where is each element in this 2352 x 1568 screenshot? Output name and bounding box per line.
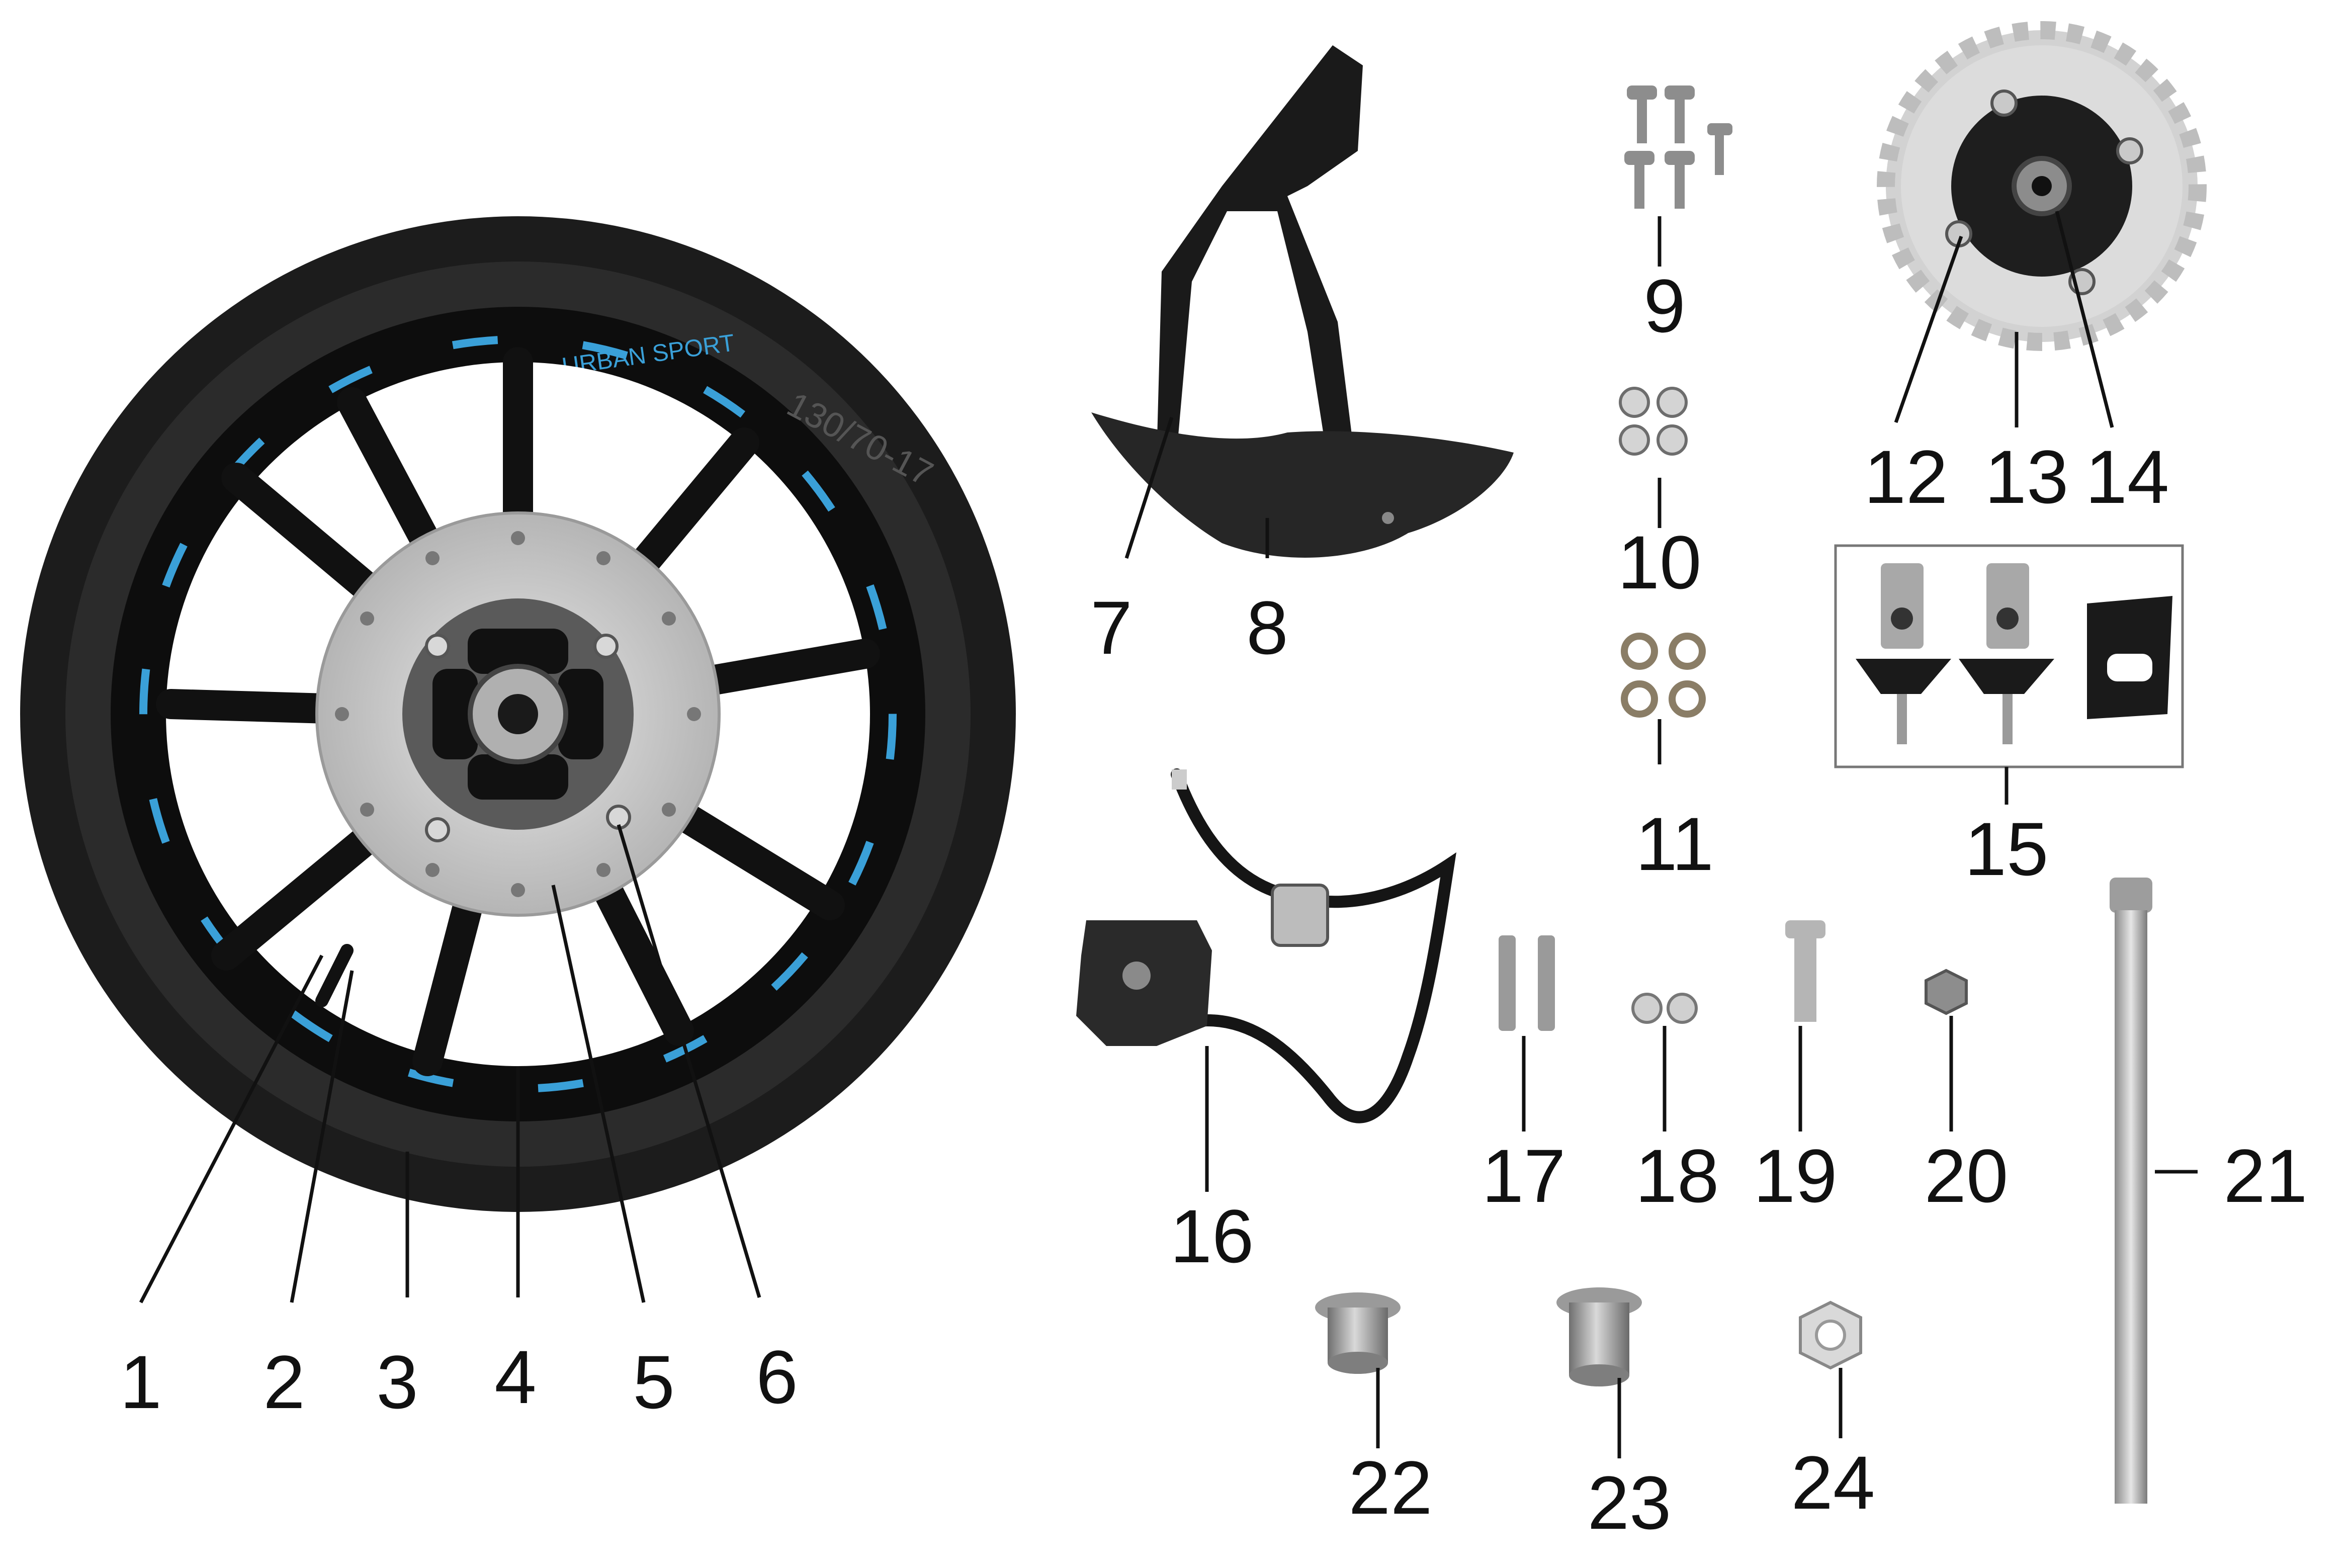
- callout-10: 10: [1618, 520, 1702, 604]
- hex-nut: [1925, 969, 1968, 1015]
- callout-19: 19: [1754, 1134, 1838, 1218]
- callout-1: 1: [120, 1340, 161, 1424]
- rear-wheel-assembly: URBAN SPORT 130/70-17: [20, 216, 1016, 1212]
- callout-7: 7: [1090, 585, 1132, 670]
- callout-8: 8: [1246, 585, 1288, 670]
- rear-brake-caliper-assembly: [1076, 768, 1456, 1123]
- lock-washer-set: [1619, 387, 1688, 456]
- flange-bolt: [1785, 920, 1825, 1022]
- leader-lines: [139, 211, 2198, 1458]
- callout-23: 23: [1588, 1460, 1672, 1545]
- callout-3: 3: [376, 1340, 418, 1424]
- mudguard: [1091, 412, 1514, 558]
- chain-guide-plate: [2087, 596, 2172, 719]
- callout-21: 21: [2224, 1134, 2308, 1218]
- callout-14: 14: [2085, 434, 2169, 519]
- callout-12: 12: [1864, 434, 1948, 519]
- flange-screw: [1665, 151, 1695, 209]
- rear-hugger-assembly: [1091, 45, 1514, 558]
- flange-screw: [1627, 85, 1657, 143]
- callout-16: 16: [1170, 1194, 1254, 1278]
- chain-adjuster-left: [1856, 563, 1951, 744]
- sprocket-bolts: [1945, 90, 2143, 295]
- flange-screw: [1665, 85, 1695, 143]
- callout-13: 13: [1985, 434, 2069, 519]
- hub-axle-hole: [2032, 176, 2052, 196]
- callout-labels: 1 2 3 4 5 6 7 8 9 10 11 12 13 14 15 16 1…: [120, 264, 2307, 1545]
- callout-9: 9: [1643, 264, 1685, 348]
- disc-bolts: [425, 634, 631, 842]
- sprocket-assembly: [1877, 21, 2207, 351]
- callout-4: 4: [494, 1335, 536, 1419]
- wheel-spacer-right: [1556, 1287, 1642, 1386]
- flange-screw: [1707, 123, 1732, 175]
- hub-axle-hole: [498, 694, 538, 734]
- valve-stem: [315, 944, 354, 1007]
- callout-5: 5: [633, 1340, 674, 1424]
- caliper-piston-icon: [1122, 962, 1151, 990]
- callout-11: 11: [1635, 802, 1714, 886]
- hugger-bracket: [1157, 45, 1363, 493]
- disc-carrier-windows: [432, 629, 603, 800]
- chain-adjuster-right: [1959, 563, 2054, 744]
- callout-24: 24: [1791, 1440, 1875, 1525]
- callout-6: 6: [756, 1335, 798, 1419]
- brake-disc-holes: [335, 531, 701, 897]
- flange-screw: [1624, 151, 1654, 209]
- callout-18: 18: [1635, 1134, 1719, 1218]
- rear-axle: [2110, 878, 2152, 1504]
- screw-set: [1624, 85, 1732, 209]
- callout-20: 20: [1925, 1134, 2009, 1218]
- callout-17: 17: [1482, 1134, 1566, 1218]
- callout-2: 2: [263, 1340, 305, 1424]
- caliper-bolts: [1499, 935, 1555, 1031]
- callout-22: 22: [1349, 1445, 1433, 1530]
- mudguard-bolt-icon: [1382, 512, 1394, 524]
- kit-frame: [1834, 544, 2184, 768]
- callout-15: 15: [1965, 807, 2049, 891]
- sensor-connector: [1172, 769, 1187, 790]
- wheel-spacer-left: [1315, 1292, 1401, 1374]
- washer-pair: [1631, 993, 1698, 1024]
- rim-stripe: [139, 335, 897, 1093]
- chain-adjuster-kit: [1834, 544, 2184, 768]
- abs-sensor: [1271, 884, 1329, 947]
- axle-nut: [1799, 1300, 1862, 1370]
- flat-washer-set: [1621, 633, 1706, 718]
